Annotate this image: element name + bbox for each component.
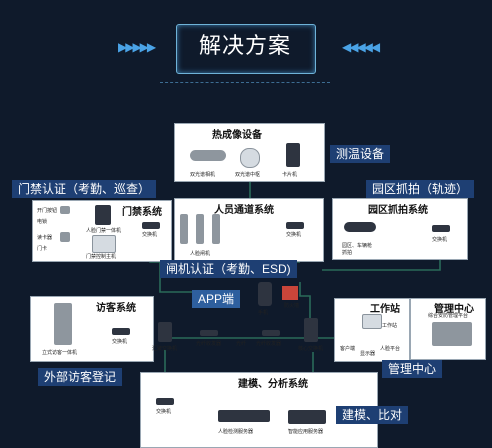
- personnel-label-0: 人脸闸机: [190, 251, 211, 257]
- tag-temp-measure: 测温设备: [330, 145, 391, 163]
- door-label-0: 开门按钮: [37, 208, 58, 214]
- visitor-title: 访客系统: [96, 303, 136, 314]
- gate-right-icon: [212, 214, 220, 244]
- tag-access-auth: 门禁认证（考勤、巡查）: [12, 180, 157, 198]
- visitor-label-0: 立式访客一体机: [42, 350, 78, 356]
- park-title: 园区抓拍系统: [368, 205, 428, 216]
- personnel-title: 人员通道系统: [214, 205, 274, 216]
- card-machine-icon: [286, 143, 300, 167]
- park-label-0: 园区、车辆枪: [342, 243, 373, 249]
- fiber-transceiver-icon-1: [200, 330, 218, 336]
- open-button-icon: [60, 206, 70, 214]
- net-label-0: 汇聚交换机: [152, 346, 178, 352]
- door-label-1: 电锁: [37, 219, 48, 225]
- smart-app-server-icon: [288, 410, 326, 424]
- personnel-switch-icon: [286, 222, 304, 229]
- dome-camera-icon: [240, 148, 260, 168]
- park-label-1: 抓拍: [342, 250, 353, 256]
- door-controller-icon: [92, 235, 116, 253]
- net-label-4: 核心交换机: [298, 346, 324, 352]
- park-switch-icon: [432, 225, 450, 232]
- workstation-label-2: 显示器: [360, 351, 376, 357]
- fiber-transceiver-icon-2: [262, 330, 280, 336]
- tag-park-capture: 园区抓拍（轨迹）: [366, 180, 475, 198]
- mgmt-title: 管理中心: [434, 304, 474, 315]
- door-label-6: 交换机: [142, 232, 158, 238]
- phone-icon: [258, 282, 272, 306]
- server-rack-icon: [432, 322, 472, 346]
- aggregation-switch-icon: [158, 322, 172, 342]
- park-label-2: 交换机: [432, 237, 448, 243]
- net-label-5: 手机: [258, 310, 269, 316]
- visitor-kiosk-icon: [54, 303, 72, 345]
- door-switch-icon: [142, 222, 160, 229]
- door-label-5: 门禁控制主机: [86, 254, 117, 260]
- thermal-label-1: 双光谱中枢: [235, 172, 261, 178]
- door-label-4: 人脸门禁一体机: [86, 228, 122, 234]
- gate-mid-icon: [196, 214, 204, 244]
- modeling-title: 建模、分析系统: [238, 379, 308, 390]
- title-underline: [160, 82, 330, 87]
- face-detect-server-icon: [218, 410, 270, 422]
- dual-spectrum-camera-icon: [190, 150, 226, 161]
- workstation-box: [334, 298, 410, 362]
- gate-left-icon: [180, 214, 188, 244]
- modeling-switch-icon: [156, 398, 174, 405]
- firewall-icon: [282, 286, 298, 300]
- thermal-label-2: 卡片机: [282, 172, 298, 178]
- mgmt-label-0: 综合安防管理平台: [428, 313, 469, 319]
- visitor-switch-icon: [112, 328, 130, 335]
- door-label-2: 读卡器: [37, 235, 53, 241]
- personnel-label-1: 交换机: [286, 232, 302, 238]
- tag-modeling-compare: 建模、比对: [336, 406, 409, 424]
- workstation-label-3: 人脸平台: [380, 346, 401, 352]
- modeling-label-2: 智能应用服务器: [288, 429, 324, 435]
- workstation-title: 工作站: [370, 304, 400, 315]
- tag-app: APP端: [192, 290, 241, 308]
- thermal-label-0: 双光谱相机: [190, 172, 216, 178]
- door-title: 门禁系统: [122, 207, 162, 218]
- workstation-label-1: 客户端: [340, 346, 356, 352]
- monitor-icon: [362, 314, 382, 329]
- net-label-2: 光纤: [236, 341, 247, 347]
- thermal-title: 热成像设备: [212, 130, 262, 141]
- card-reader-icon: [60, 232, 70, 242]
- chevron-right-decoration: ◀◀◀◀◀: [342, 40, 380, 54]
- modeling-label-1: 人脸检测服务器: [218, 429, 254, 435]
- visitor-label-1: 交换机: [112, 339, 128, 345]
- door-label-3: 门卡: [37, 246, 48, 252]
- net-label-6: 防火墙: [284, 303, 300, 309]
- net-label-1: 光纤收发器: [196, 341, 222, 347]
- workstation-label-0: 工作站: [382, 323, 398, 329]
- bullet-camera-icon: [344, 222, 376, 232]
- core-switch-icon: [304, 318, 318, 342]
- tag-management-center: 管理中心: [382, 360, 443, 378]
- title-frame: [176, 24, 316, 74]
- tag-visitor-register: 外部访客登记: [38, 368, 123, 386]
- chevron-left-decoration: ▶▶▶▶▶: [118, 40, 156, 54]
- face-door-terminal-icon: [95, 205, 111, 225]
- modeling-label-0: 交换机: [156, 409, 172, 415]
- tag-gate-auth: 闸机认证（考勤、ESD): [160, 260, 297, 278]
- net-label-3: 光纤收发器: [256, 341, 282, 347]
- page-title: 解决方案: [198, 33, 291, 58]
- visitor-box: [30, 296, 154, 362]
